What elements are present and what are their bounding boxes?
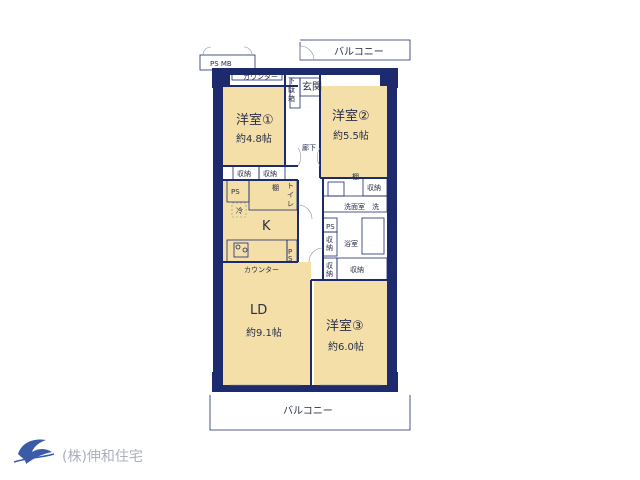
room-western1 <box>223 86 285 166</box>
storage-label-1: 収納 <box>237 169 251 178</box>
ps-mb-box <box>199 46 256 71</box>
storage-label-5b: 納 <box>326 269 333 278</box>
storage-label-5a: 収 <box>326 262 333 270</box>
ps-label-3: PS <box>326 223 335 231</box>
balcony-top-label: バルコニー <box>334 46 384 58</box>
company-name: (株)伸和住宅 <box>62 449 143 465</box>
entrance-label: 玄関 <box>302 80 322 93</box>
corridor-label: 廊下 <box>302 143 316 152</box>
shoe-box-label-3: 箱 <box>288 94 295 103</box>
storage-label-6: 収納 <box>350 265 364 274</box>
toilet-label-2: イ <box>287 191 294 199</box>
western3-area: 約6.0帖 <box>328 340 364 353</box>
room-ld <box>223 262 311 385</box>
shoe-box-label-1: 下 <box>288 77 295 85</box>
storage-label-2: 収納 <box>263 169 277 178</box>
shelf-label-2: 棚 <box>272 183 279 192</box>
balcony-bottom-label: バルコニー <box>283 405 333 417</box>
wet-area <box>323 178 387 278</box>
toilet-label-1: ト <box>287 182 294 190</box>
corridor-area <box>298 78 320 178</box>
toilet-label-3: レ <box>287 200 294 208</box>
fridge-label: 冷 <box>236 206 243 215</box>
ps-label-2b: S <box>288 255 293 263</box>
wash-label: 洗 <box>372 202 379 211</box>
bird-logo-icon <box>13 439 55 464</box>
storage-label-3: 収納 <box>367 183 381 192</box>
bathroom-label: 浴室 <box>344 239 358 248</box>
western2-name: 洋室② <box>332 108 370 124</box>
room-western2 <box>320 86 387 178</box>
balcony-bottom-area <box>209 395 411 431</box>
ps-label-1: PS <box>231 188 240 196</box>
counter-bottom-label: カウンター <box>244 265 279 274</box>
shelf-label: 棚 <box>352 172 359 181</box>
doors <box>230 45 380 386</box>
interior-walls <box>223 71 388 385</box>
western3-name: 洋室③ <box>326 318 364 334</box>
room-kitchen <box>223 180 298 262</box>
ld-name: LD <box>250 303 267 318</box>
ld-area: 約9.1帖 <box>246 326 282 339</box>
shoe-box-label-2: 駄 <box>288 85 295 94</box>
room-western3 <box>314 280 387 385</box>
western2-area: 約5.5帖 <box>333 129 369 142</box>
washroom-label: 洗面室 <box>344 202 365 211</box>
storage-label-4b: 納 <box>326 243 333 252</box>
company-logo <box>12 428 58 468</box>
ps-mb-label: PS MB <box>210 60 232 68</box>
western1-area: 約4.8帖 <box>236 132 272 145</box>
counter-top-label: カウンター <box>243 72 278 81</box>
kitchen-name: K <box>262 219 271 234</box>
rooms <box>223 78 387 385</box>
storage-label-4a: 収 <box>326 236 333 244</box>
western1-name: 洋室① <box>236 112 274 128</box>
ps-label-2: P <box>288 248 292 256</box>
